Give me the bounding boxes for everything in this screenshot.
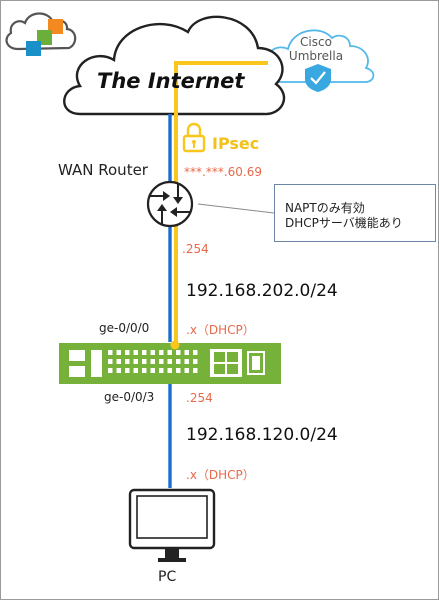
note-line-2: DHCPサーバ機能あり [285, 216, 403, 230]
note-connector [197, 203, 275, 214]
vedge-port-lower: ge-0/0/3 [104, 390, 155, 404]
wan-router-wan-ip: ***.***.60.69 [184, 165, 262, 179]
vmware-sd-wan-logo-icon [5, 12, 77, 56]
network-upper-label: 192.168.202.0/24 [186, 281, 338, 301]
pc-label: PC [158, 569, 177, 585]
lock-icon [182, 122, 206, 153]
network-lower-label: 192.168.120.0/24 [186, 425, 338, 445]
wan-router-lan-ip: .254 [182, 242, 209, 256]
ipsec-endpoint-dot [170, 340, 180, 350]
pc-ip: .x（DHCP） [186, 468, 255, 482]
vedge-port-lower-ip: .254 [186, 391, 213, 405]
cisco-umbrella-line2: Umbrella [288, 49, 344, 63]
vedge-port-upper-ip: .x（DHCP） [186, 323, 255, 337]
internet-label: The Internet [97, 69, 245, 93]
edge-appliance-icon [59, 343, 281, 384]
ipsec-label: IPsec [212, 134, 260, 153]
monitor-icon [128, 488, 216, 562]
router-note-callout: NAPTのみ有効 DHCPサーバ機能あり [274, 184, 436, 242]
wan-router-label: WAN Router [58, 161, 148, 179]
cisco-umbrella-label: Cisco Umbrella [271, 35, 361, 63]
ipsec-tunnel-path [174, 61, 268, 345]
shield-check-icon [305, 64, 331, 92]
note-line-1: NAPTのみ有効 [285, 201, 365, 215]
vedge-port-upper: ge-0/0/0 [99, 321, 150, 335]
cisco-umbrella-cloud-icon [260, 29, 375, 92]
router-icon [146, 180, 194, 228]
cisco-umbrella-line1: Cisco [300, 35, 332, 49]
